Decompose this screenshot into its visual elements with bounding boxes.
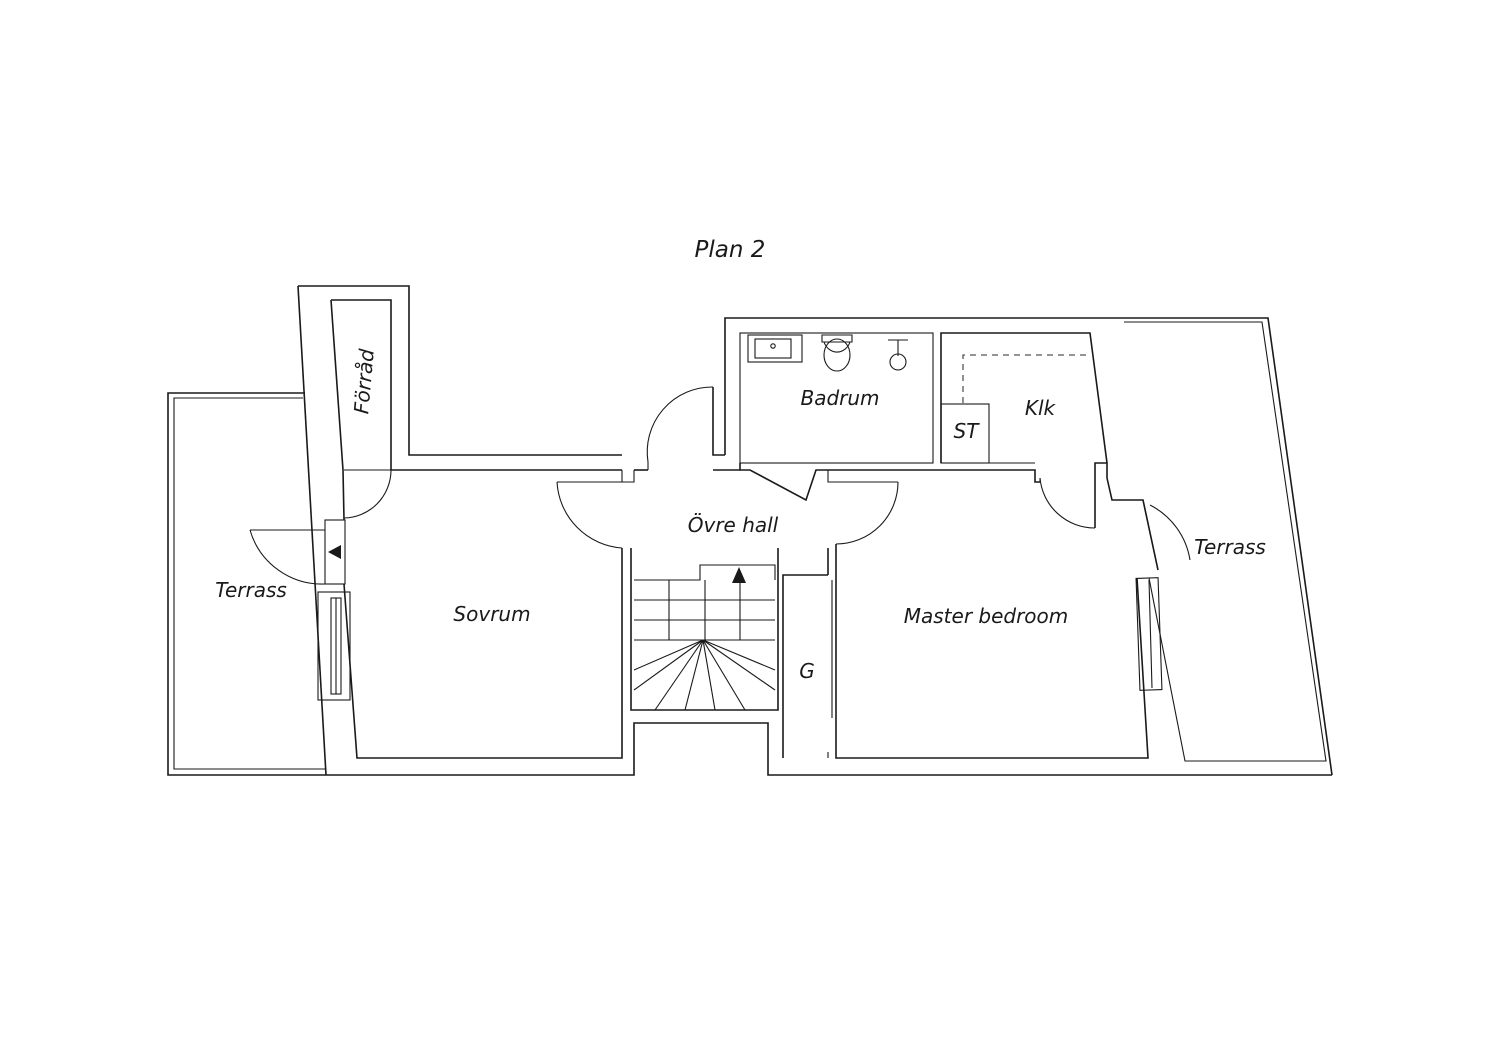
room-sovrum <box>328 548 1332 776</box>
label-terrass-left: Terrass <box>215 578 287 602</box>
label-ovre-hall: Övre hall <box>688 513 779 537</box>
room-badrum: Badrum <box>724 317 1122 502</box>
left-door-window <box>249 519 351 701</box>
label-klk: Klk <box>1025 396 1057 420</box>
stair-up-arrow-icon <box>732 567 746 583</box>
upper-hall <box>556 386 779 711</box>
room-klk: ST Klk <box>940 332 1108 464</box>
label-g: G <box>799 659 815 683</box>
hall-right <box>823 462 1149 759</box>
terrace-left <box>167 392 328 776</box>
label-terrass-right: Terrass <box>1194 535 1266 559</box>
label-forrad: Förråd <box>349 348 379 415</box>
shower-icon <box>889 353 907 371</box>
storage-corridor <box>297 285 622 776</box>
staircase <box>630 548 779 711</box>
toilet-icon <box>821 334 853 343</box>
label-sovrum: Sovrum <box>453 602 530 626</box>
terrace-right <box>1106 317 1333 776</box>
sink-icon <box>747 334 803 363</box>
label-badrum: Badrum <box>800 386 879 410</box>
plan-title: Plan 2 <box>695 237 766 263</box>
entry-arrow-left-icon <box>328 545 341 559</box>
label-st: ST <box>954 419 981 443</box>
label-master-bedroom: Master bedroom <box>904 604 1069 628</box>
wardrobe-g: G <box>782 548 833 758</box>
